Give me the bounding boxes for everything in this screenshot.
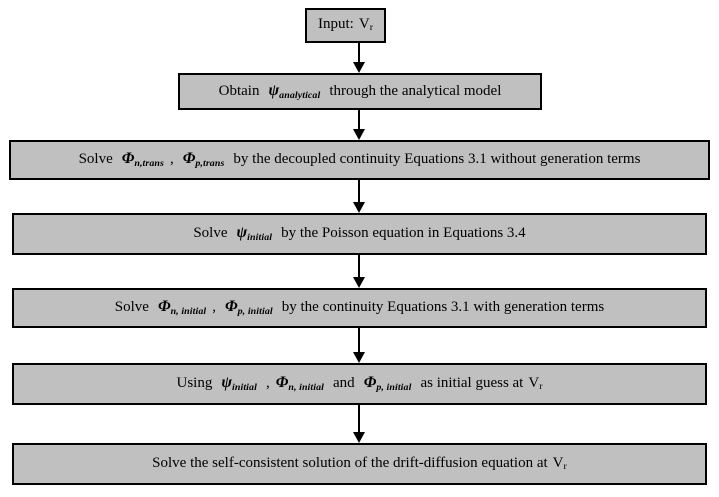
math-symbol: Φp,trans (182, 150, 225, 169)
math-symbol: Φn, initial (275, 374, 325, 393)
math-symbol: Φp, initial (363, 374, 412, 393)
arrow-head-icon (353, 202, 365, 213)
text-run: through the analytical model (329, 82, 502, 99)
subscript: p, initial (237, 305, 273, 317)
subscript: initial (247, 231, 273, 243)
flow-node-solve-psi-initial-label: Solve ψinitial by the Poisson equation in … (187, 224, 531, 244)
math-symbol: Φn, initial (157, 298, 207, 317)
math-symbol: Φn,trans (121, 150, 164, 169)
text-run: Solve (193, 225, 228, 242)
arrow-head-icon (353, 129, 365, 140)
flow-node-obtain-psi-analytical[interactable]: Obtain ψanalytical through the analytical … (178, 73, 542, 110)
subscript: r (563, 461, 567, 473)
text-run: , (169, 151, 174, 168)
arrow-head-icon (353, 352, 365, 363)
text-run: and (333, 375, 355, 392)
arrow-shaft (358, 180, 360, 203)
variable-symbol: Vr (552, 454, 567, 473)
flow-node-solve-phi-trans-label: Solve Φn,trans, Φp,trans by the decoupled c… (73, 150, 647, 170)
subscript: initial (232, 381, 257, 393)
text-run: , (212, 299, 216, 316)
arrow-shaft (358, 255, 360, 278)
flow-node-using-initial-guess-label: Using ψinitial, Φn, initial and Φp, initial a… (170, 374, 548, 394)
math-symbol: Φp, initial (225, 298, 273, 317)
math-symbol: ψinitial (221, 374, 257, 393)
text-run: Input: (318, 16, 354, 33)
text-run: , (265, 375, 270, 392)
arrow-shaft (358, 43, 360, 63)
subscript: r (539, 381, 543, 393)
math-symbol: ψanalytical (268, 81, 321, 101)
text-run: Obtain (218, 82, 260, 99)
flow-node-solve-psi-initial[interactable]: Solve ψinitial by the Poisson equation in … (12, 213, 707, 255)
arrow-head-icon (353, 62, 365, 73)
text-run: by the decoupled continuity Equations 3.… (233, 151, 641, 168)
flow-node-input-voltage[interactable]: Input:Vr (305, 8, 386, 43)
text-run: Using (176, 375, 213, 392)
math-symbol: ψinitial (236, 224, 273, 243)
flow-node-input-voltage-label: Input:Vr (312, 16, 379, 34)
text-run: by the continuity Equations 3.1 with gen… (281, 299, 605, 316)
flow-node-solve-self-consistent[interactable]: Solve the self-consistent solution of th… (12, 443, 707, 485)
flow-node-obtain-psi-analytical-label: Obtain ψanalytical through the analytical … (213, 82, 508, 102)
flow-node-solve-phi-trans[interactable]: Solve Φn,trans, Φp,trans by the decoupled c… (9, 140, 710, 180)
arrow-shaft (358, 110, 360, 130)
text-run: as initial guess at (420, 375, 524, 392)
subscript: n, initial (170, 305, 207, 317)
arrow-shaft (358, 405, 360, 433)
subscript: r (369, 22, 373, 34)
subscript: p, initial (376, 381, 412, 393)
flow-node-solve-phi-initial[interactable]: Solve Φn, initial, Φp, initial by the conti… (12, 288, 707, 328)
subscript: analytical (279, 89, 321, 101)
subscript: p,trans (195, 157, 225, 169)
flow-node-solve-self-consistent-label: Solve the self-consistent solution of th… (146, 455, 573, 473)
text-run: Solve (78, 151, 113, 168)
subscript: n, initial (288, 381, 325, 393)
flow-node-using-initial-guess[interactable]: Using ψinitial, Φn, initial and Φp, initial a… (12, 363, 707, 405)
flow-node-solve-phi-initial-label: Solve Φn, initial, Φp, initial by the conti… (109, 298, 610, 318)
arrow-head-icon (353, 432, 365, 443)
text-run: Solve (114, 299, 149, 316)
arrow-head-icon (353, 277, 365, 288)
text-run: by the Poisson equation in Equations 3.4 (281, 225, 526, 242)
variable-symbol: Vr (358, 16, 373, 34)
text-run: Solve the self-consistent solution of th… (152, 454, 548, 471)
subscript: n,trans (134, 157, 164, 169)
variable-symbol: Vr (528, 375, 543, 393)
arrow-shaft (358, 328, 360, 353)
